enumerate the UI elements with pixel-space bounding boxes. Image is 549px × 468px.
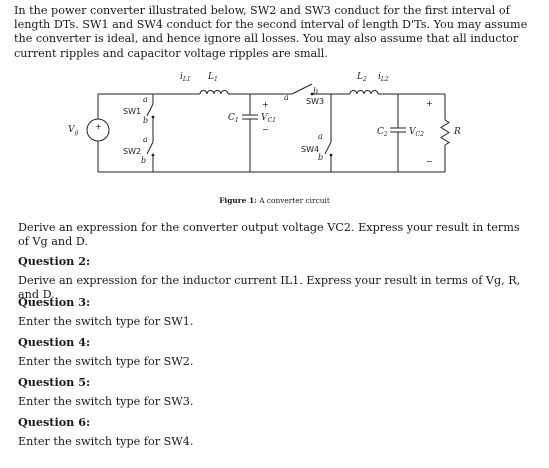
question-6-heading: Question 6:: [18, 415, 91, 429]
question-3-text: Enter the switch type for SW1.: [18, 315, 194, 328]
question-4-text: Enter the switch type for SW2.: [18, 355, 194, 368]
question-2-text: Derive an expression for the inductor cu…: [18, 274, 521, 302]
figure-caption: Figure 1: A converter circuit: [0, 196, 549, 205]
label-vg: Vg: [68, 125, 79, 136]
label-vg-plus: +: [95, 122, 102, 131]
label-r: R: [453, 127, 461, 137]
label-sw4: SW4: [301, 145, 319, 154]
label-vc2-minus: −: [426, 157, 433, 166]
question-2-heading: Question 2:: [18, 254, 91, 268]
figure-label: Figure 1:: [219, 196, 257, 205]
question-3-heading: Question 3:: [18, 295, 91, 309]
label-sw2: SW2: [123, 147, 141, 156]
label-l1: L1: [207, 72, 218, 83]
question-1-text: Derive an expression for the converter o…: [18, 221, 520, 249]
label-l2: L2: [356, 72, 367, 83]
label-sw2-a: a: [143, 135, 148, 144]
label-sw3-a: a: [284, 93, 289, 102]
label-vc1: VC1: [261, 113, 276, 124]
label-vc2: VC2: [409, 127, 424, 138]
circuit-diagram: iL1 L1 L2 iL2 C1 VC1 + − C2 VC2 + − R Vg…: [68, 72, 461, 173]
label-sw1-a: a: [143, 95, 148, 104]
label-vc1-minus: −: [262, 125, 269, 134]
question-4-heading: Question 4:: [18, 335, 91, 349]
label-c2: C2: [377, 127, 388, 138]
label-vc1-plus: +: [262, 100, 269, 109]
problem-intro: In the power converter illustrated below…: [14, 4, 528, 60]
label-c1: C1: [228, 113, 239, 124]
label-sw1-b: b: [143, 116, 148, 125]
label-sw1: SW1: [123, 107, 141, 116]
label-il1: iL1: [180, 72, 191, 83]
label-sw2-b: b: [141, 156, 146, 165]
question-6-text: Enter the switch type for SW4.: [18, 435, 194, 448]
label-sw4-a: a: [318, 132, 323, 141]
figure-caption-text: A converter circuit: [259, 196, 330, 205]
label-sw3: SW3: [306, 97, 324, 106]
question-5-text: Enter the switch type for SW3.: [18, 395, 194, 408]
label-vc2-plus: +: [426, 99, 433, 108]
label-sw3-b: b: [313, 87, 318, 96]
label-il2: iL2: [378, 72, 389, 83]
question-5-heading: Question 5:: [18, 375, 91, 389]
label-sw4-b: b: [318, 153, 323, 162]
